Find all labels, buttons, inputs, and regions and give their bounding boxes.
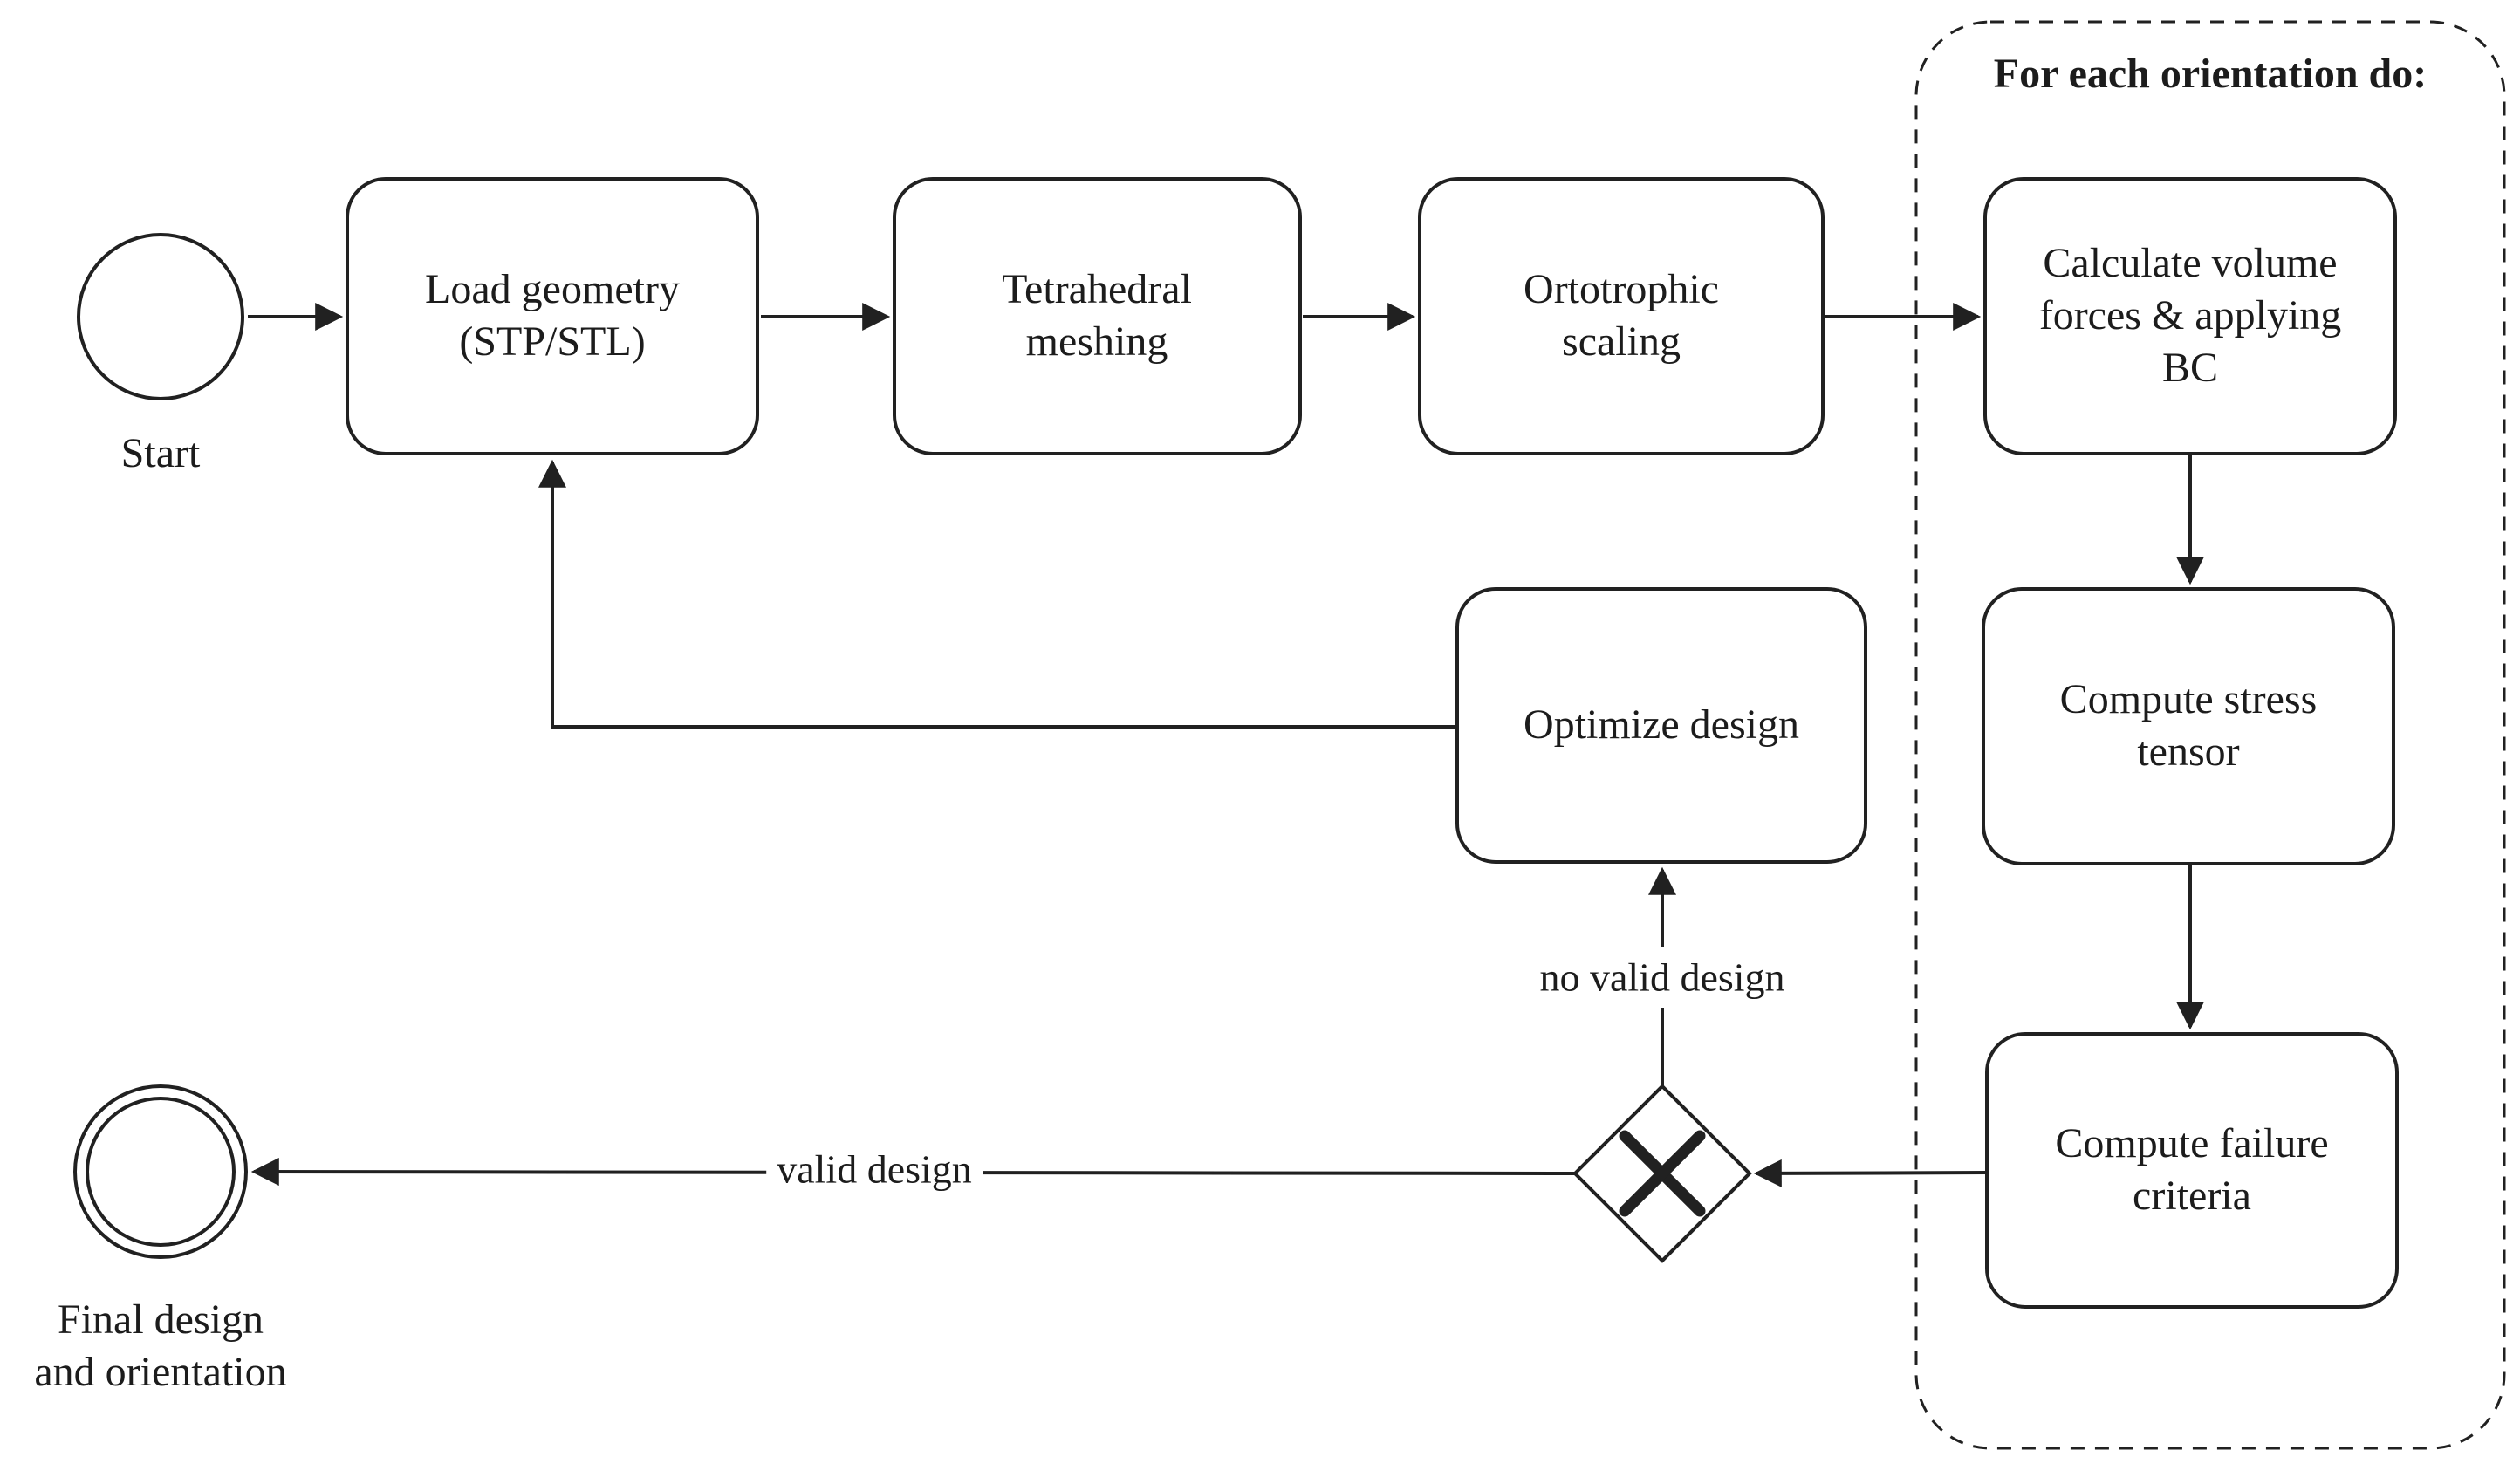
- for-each-orientation-container: [1914, 20, 2506, 1450]
- task-load-geometry-label: Load geometry (STP/STL): [425, 266, 680, 365]
- task-ortotrophic-scaling: [1418, 177, 1825, 455]
- end-event-label: Final design and orientation: [34, 1296, 287, 1395]
- start-event-circle: [77, 233, 244, 400]
- end-event-inner-circle: [86, 1097, 236, 1247]
- end-event-outer-circle: [73, 1084, 248, 1259]
- x-gateway-icon: [1619, 1130, 1706, 1217]
- task-optimize-design: [1455, 587, 1867, 864]
- start-event-label: Start: [120, 430, 201, 476]
- task-tetrahedral-meshing-label: Tetrahedral meshing: [1002, 266, 1192, 365]
- edge-label-valid-design: valid design: [766, 1144, 983, 1194]
- task-compute-failure-criteria-label: Compute failure criteria: [2055, 1120, 2329, 1219]
- task-tetrahedral-meshing: [893, 177, 1302, 455]
- edge-optimize-to-load-loop: [538, 459, 1455, 728]
- edge-label-no-valid-design: no valid design: [1539, 954, 1785, 1000]
- task-calculate-volume-forces-label: Calculate volume forces & applying BC: [2038, 240, 2342, 391]
- loop-container-title: For each orientation do:: [1993, 51, 2428, 97]
- task-ortotrophic-scaling-label: Ortotrophic scaling: [1524, 266, 1719, 365]
- task-calculate-volume-forces: [1983, 177, 2397, 455]
- task-compute-stress-tensor: [1982, 587, 2395, 865]
- task-load-geometry: [346, 177, 759, 455]
- task-compute-failure-criteria: [1985, 1032, 2399, 1309]
- task-compute-stress-tensor-label: Compute stress tensor: [2059, 676, 2318, 775]
- task-optimize-design-label: Optimize design: [1524, 701, 1799, 748]
